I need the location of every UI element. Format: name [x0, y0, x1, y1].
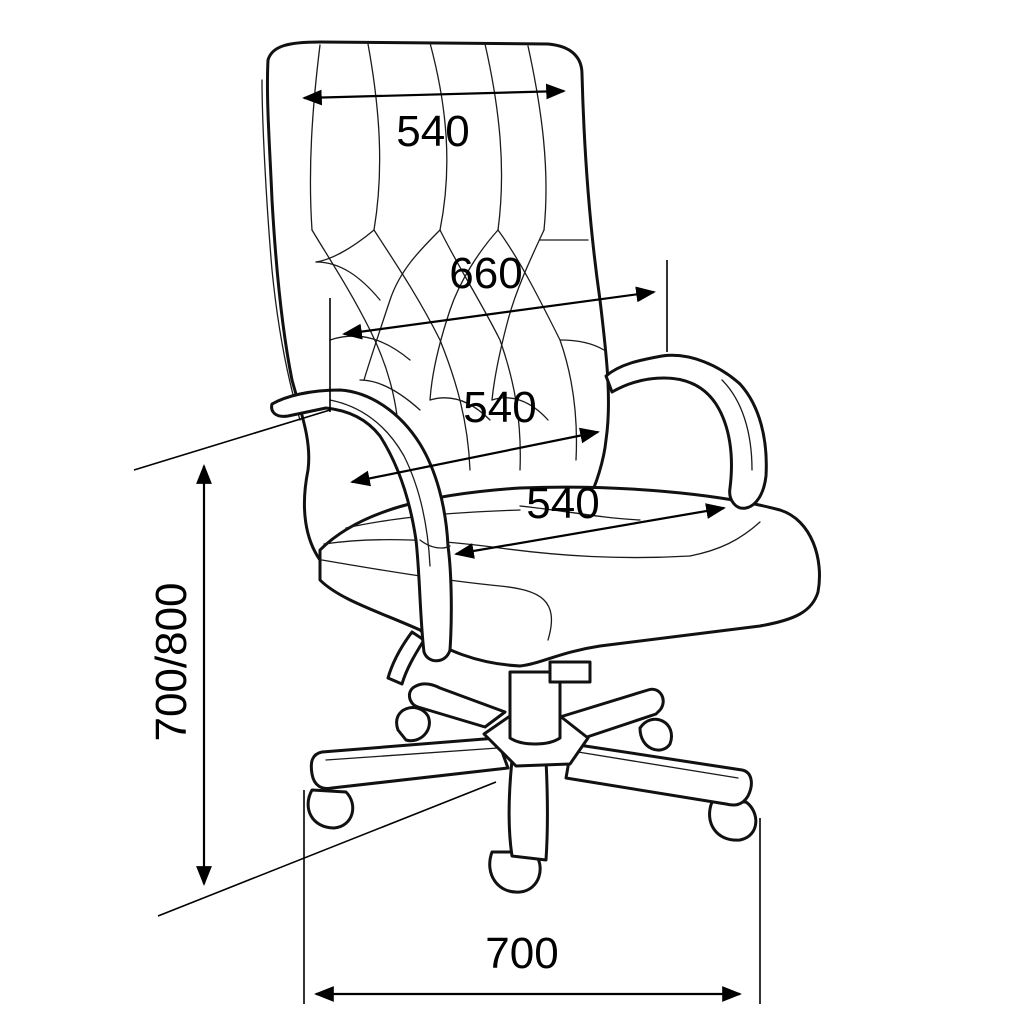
base-star — [309, 682, 753, 862]
dimension-label-armrest-span: 660 — [449, 249, 522, 298]
dimension-label-seat: 540 — [526, 479, 599, 528]
gas-column — [386, 630, 592, 746]
dimension-seat-width: 540 — [454, 479, 726, 559]
dimension-label-backrest: 540 — [396, 107, 469, 156]
dimension-label-inner: 540 — [463, 383, 536, 432]
dimension-label-base: 700 — [485, 929, 558, 978]
dimension-base-width: 700 — [303, 790, 761, 1004]
right-armrest — [604, 353, 768, 510]
dimension-armrest-span: 660 — [329, 249, 668, 412]
dimension-height: 700/800 — [133, 409, 497, 917]
dimension-inner-width: 540 — [350, 383, 600, 487]
dimension-backrest-width: 540 — [302, 83, 566, 156]
casters — [306, 706, 758, 894]
dimension-label-height: 700/800 — [147, 582, 196, 741]
